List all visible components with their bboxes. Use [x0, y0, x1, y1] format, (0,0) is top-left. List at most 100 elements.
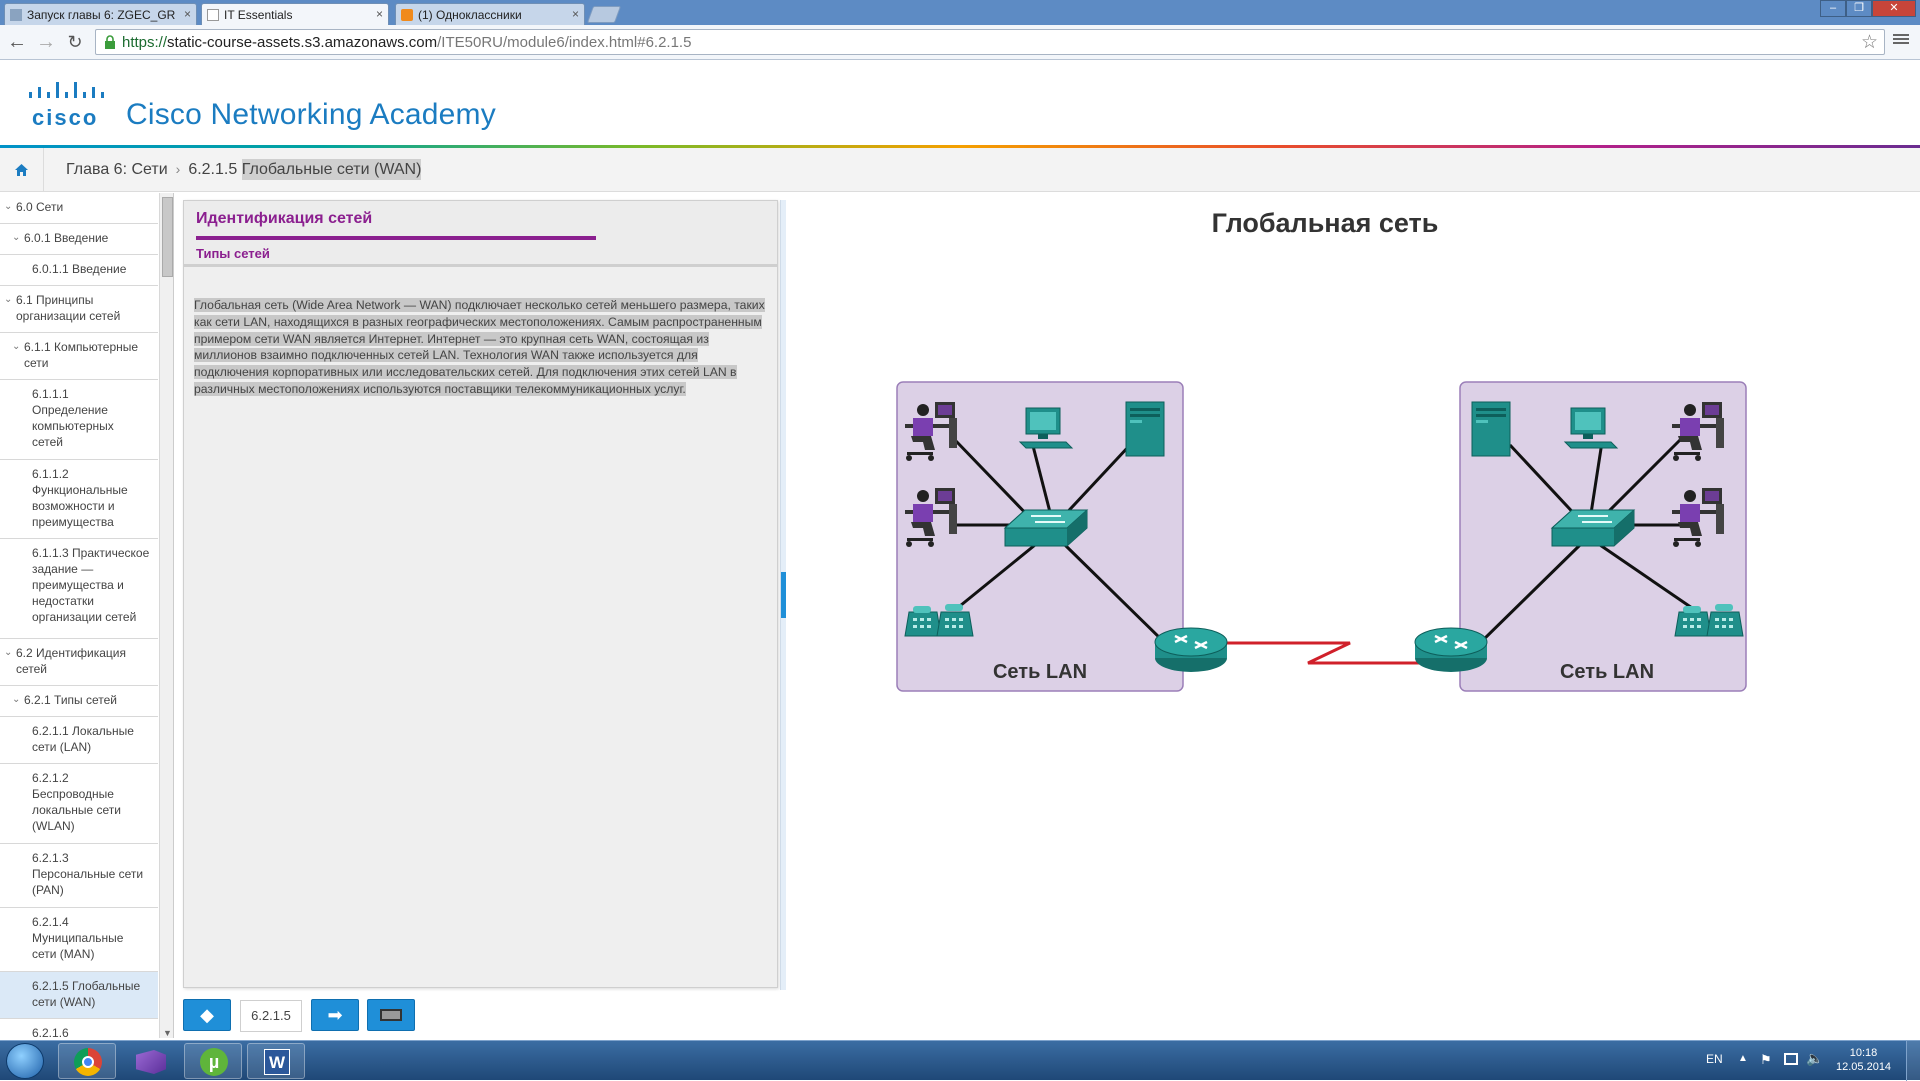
previous-page-button[interactable]: ◆ [183, 999, 231, 1031]
address-bar[interactable]: https://static-course-assets.s3.amazonaw… [95, 29, 1885, 55]
sidebar-scrollbar[interactable]: ▼ [159, 193, 173, 1038]
screen-icon [380, 1009, 402, 1021]
tab-label: Запуск главы 6: ZGEC_GR [27, 8, 176, 22]
reload-icon[interactable]: ↻ [67, 32, 83, 52]
network-icon[interactable] [1784, 1053, 1798, 1065]
visual-studio-icon [136, 1050, 166, 1074]
nav-item-label: 6.1.1.3 Практическое задание — преимущес… [32, 546, 150, 624]
show-hidden-icons-arrow[interactable]: ▲ [1738, 1053, 1748, 1064]
scroll-down-arrow-icon[interactable]: ▼ [163, 1028, 172, 1038]
cisco-logo[interactable]: cisco [28, 82, 104, 131]
home-button[interactable] [0, 148, 44, 192]
sidebar-scroll-thumb[interactable] [162, 197, 173, 277]
chrome-icon [74, 1048, 102, 1076]
nav-item-6-0[interactable]: ⌄ 6.0 Сети [0, 193, 158, 224]
arrow-right-icon: ➡ [327, 1005, 343, 1025]
course-outline-sidebar: ⌄ 6.0 Сети ⌄ 6.0.1 Введение 6.0.1.1 Введ… [0, 193, 174, 1038]
close-tab-icon[interactable]: × [571, 7, 579, 21]
taskbar-visual-studio[interactable] [121, 1043, 179, 1079]
taskbar-word[interactable]: W [247, 1043, 305, 1079]
panel-splitter[interactable] [780, 200, 786, 990]
back-arrow-icon[interactable]: ← [7, 31, 27, 53]
nav-item-label: 6.2.1.2 Беспроводные локальные сети (WLA… [32, 771, 121, 833]
wan-serial-link [1225, 641, 1425, 665]
nav-item-6-2-1-6[interactable]: 6.2.1.6 [0, 1019, 158, 1038]
close-tab-icon[interactable]: × [183, 7, 191, 21]
tab-label: (1) Одноклассники [418, 8, 522, 22]
clock[interactable]: 10:18 12.05.2014 [1836, 1046, 1891, 1074]
chevron-down-icon: ⌄ [12, 694, 21, 705]
action-center-flag-icon[interactable]: ⚑ [1760, 1052, 1772, 1067]
nav-item-label: 6.1.1.2 Функциональные возможности и пре… [32, 467, 128, 529]
next-page-button[interactable]: ➡ [311, 999, 359, 1031]
nav-item-6-2-1[interactable]: ⌄ 6.2.1 Типы сетей [0, 686, 158, 717]
maximize-button[interactable]: ❐ [1846, 0, 1872, 17]
title-underline [196, 236, 596, 240]
cisco-bars-icon [29, 82, 104, 98]
nav-item-6-2-1-4[interactable]: 6.2.1.4 Муниципальные сети (MAN) [0, 908, 158, 972]
nav-item-label: 6.2 Идентификация сетей [16, 646, 126, 676]
panel-subtitle: Типы сетей [196, 246, 270, 261]
server-icon [1125, 401, 1165, 457]
taskbar-chrome[interactable] [58, 1043, 116, 1079]
nav-item-6-2-1-1[interactable]: 6.2.1.1 Локальные сети (LAN) [0, 717, 158, 764]
language-indicator[interactable]: EN [1706, 1052, 1723, 1066]
nav-item-6-1-1-1[interactable]: 6.1.1.1 Определение компьютерных сетей [0, 380, 158, 460]
clock-date: 12.05.2014 [1836, 1061, 1892, 1073]
nav-item-6-0-1-1[interactable]: 6.0.1.1 Введение [0, 255, 158, 286]
left-lan-links [953, 438, 1167, 645]
router-icon [1153, 626, 1229, 674]
nav-item-6-1-1[interactable]: ⌄ 6.1.1 Компьютерные сети [0, 333, 158, 380]
forward-arrow-icon[interactable]: → [36, 31, 56, 53]
nav-item-6-1-1-3[interactable]: 6.1.1.3 Практическое задание — преимущес… [0, 539, 158, 639]
nav-item-6-1[interactable]: ⌄ 6.1 Принципы организации сетей [0, 286, 158, 333]
start-button[interactable] [6, 1043, 44, 1079]
right-lan-links [1478, 438, 1696, 645]
breadcrumb-section-number: 6.2.1.5 [188, 161, 238, 178]
site-header: cisco Cisco Networking Academy [0, 60, 1920, 147]
content-text-panel: Идентификация сетей Типы сетей Глобальна… [183, 200, 778, 988]
server-icon [1471, 401, 1511, 457]
close-window-button[interactable]: ✕ [1872, 0, 1916, 17]
page-number-field[interactable]: 6.2.1.5 [240, 1000, 302, 1032]
splitter-handle[interactable] [781, 572, 786, 618]
fullscreen-button[interactable] [367, 999, 415, 1031]
tab-odnoklassniki[interactable]: (1) Одноклассники × [395, 3, 585, 25]
chevron-down-icon: ⌄ [12, 232, 21, 243]
nav-item-6-2-1-3[interactable]: 6.2.1.3 Персональные сети (PAN) [0, 844, 158, 908]
nav-item-6-1-1-2[interactable]: 6.1.1.2 Функциональные возможности и пре… [0, 460, 158, 539]
new-tab-button[interactable] [586, 6, 622, 23]
home-icon [15, 164, 28, 176]
menu-icon[interactable] [1893, 32, 1909, 46]
nav-item-label: 6.2.1.4 Муниципальные сети (MAN) [32, 915, 124, 961]
utorrent-icon: µ [200, 1048, 228, 1076]
selected-text: Глобальная сеть (Wide Area Network — WAN… [194, 298, 765, 396]
router-icon [1413, 626, 1489, 674]
tab-it-essentials[interactable]: IT Essentials × [201, 3, 389, 25]
header-gradient-line [0, 145, 1920, 148]
nav-item-label: 6.2.1.6 [32, 1026, 69, 1038]
breadcrumb-chapter[interactable]: Глава 6: Сети [66, 161, 168, 178]
nav-item-label: 6.0.1 Введение [24, 231, 109, 245]
wan-diagram: Сеть LAN Сеть LAN [896, 381, 1747, 692]
windows-taskbar: µ W EN ▲ ⚑ 🔈 10:18 12.05.2014 [0, 1040, 1920, 1081]
minimize-button[interactable]: – [1820, 0, 1846, 17]
nav-item-6-2-1-5[interactable]: 6.2.1.5 Глобальные сети (WAN) [0, 972, 158, 1019]
page-icon [207, 9, 219, 21]
show-desktop-button[interactable] [1906, 1041, 1920, 1081]
close-tab-icon[interactable]: × [375, 7, 383, 21]
tab-label: IT Essentials [224, 8, 293, 22]
tab-zgec[interactable]: Запуск главы 6: ZGEC_GR × [4, 3, 197, 25]
bookmark-star-icon[interactable]: ☆ [1860, 32, 1878, 53]
nav-item-6-2-1-2[interactable]: 6.2.1.2 Беспроводные локальные сети (WLA… [0, 764, 158, 844]
nav-item-6-2[interactable]: ⌄ 6.2 Идентификация сетей [0, 639, 158, 686]
lock-icon [105, 35, 115, 49]
volume-icon[interactable]: 🔈 [1806, 1050, 1824, 1066]
odnoklassniki-icon [401, 9, 413, 21]
nav-item-label: 6.2.1.3 Персональные сети (PAN) [32, 851, 144, 897]
taskbar-utorrent[interactable]: µ [184, 1043, 242, 1079]
nav-item-label: 6.2.1 Типы сетей [24, 693, 117, 707]
nav-item-label: 6.0 Сети [16, 200, 64, 214]
nav-item-6-0-1[interactable]: ⌄ 6.0.1 Введение [0, 224, 158, 255]
clock-time: 10:18 [1849, 1047, 1878, 1059]
